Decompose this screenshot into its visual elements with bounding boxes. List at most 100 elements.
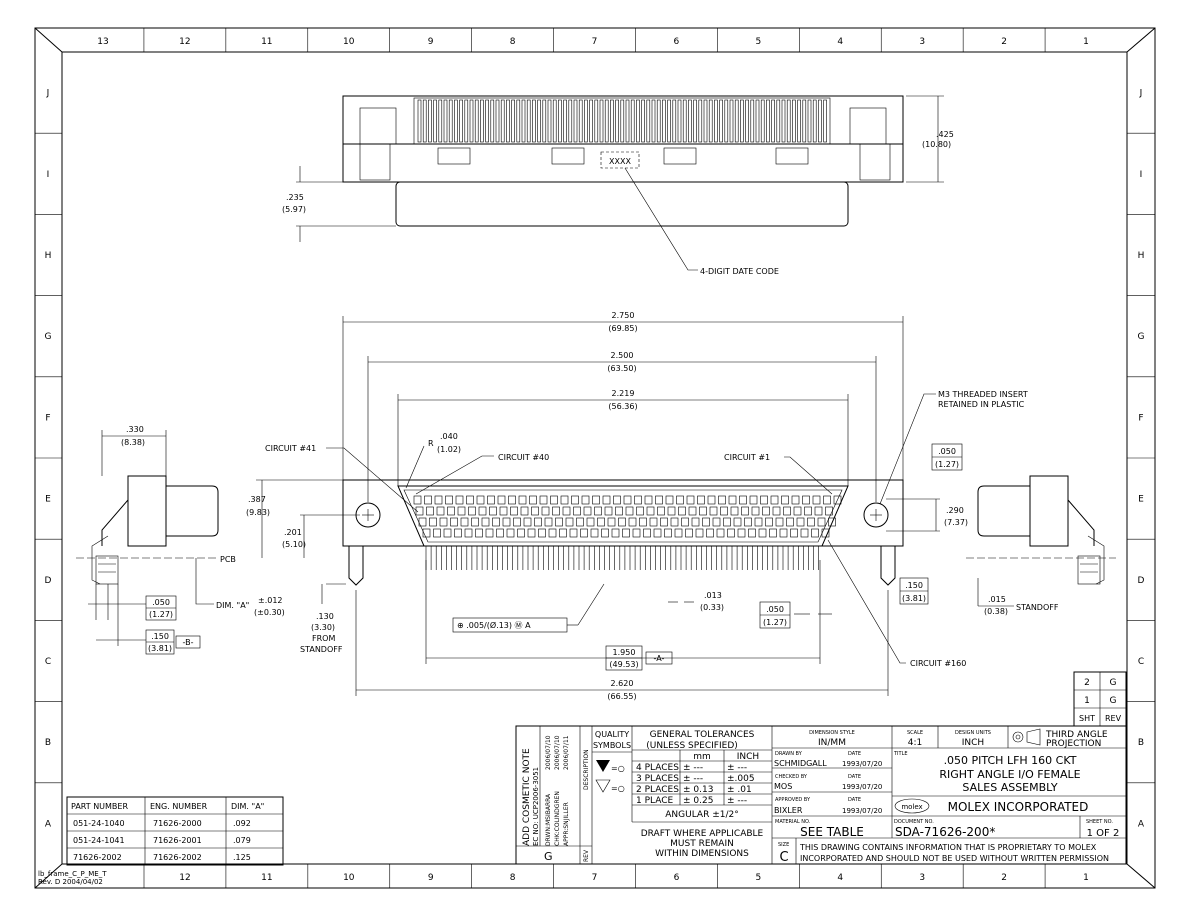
contact-cavity [833,495,842,505]
dim-050-left-mm: (1.27) [149,610,173,619]
contact-cavity [492,517,500,527]
contact-cavity [688,506,697,516]
dim-050-bottom: .050 [766,605,784,614]
radius-mm: (1.02) [437,445,461,454]
contact-cavity [643,528,651,538]
right-side-view: .015 (0.38) STANDOFF [966,475,1116,616]
contact-cavity [765,517,773,527]
contact-cavity [770,495,779,505]
contact-cavity [712,517,721,527]
dim-130: .130 [316,612,334,621]
contact-cavity [445,495,453,505]
contact-cavity [496,528,504,538]
contact-tooth [610,99,614,143]
radius-value: .040 [440,432,458,441]
frame-zone-number: 4 [837,37,843,47]
tol-row-places: 3 PLACES [636,774,679,784]
contact-cavity [772,506,781,516]
dim-2620-mm: (66.55) [607,692,636,701]
contact-cavity [550,495,558,505]
projection-cone-icon [1026,728,1041,746]
contact-cavity [455,495,464,505]
contact-cavity [760,495,768,505]
tol-row-mm: ± 0.13 [683,785,713,795]
contact-cavity [825,506,833,516]
date-code-label: 4-DIGIT DATE CODE [700,267,779,276]
dim-330-mm: (8.38) [121,438,145,447]
rev-note-title: ADD COSMETIC NOTE [522,748,532,846]
sheet-cell: G [1110,696,1117,706]
contact-cavity [466,495,474,505]
contact-cavity [573,506,581,516]
contact-tooth [760,99,765,143]
molex-logo-icon [894,798,930,814]
date-code-box: XXXX [609,157,631,166]
frame-zone-number: 8 [510,873,516,883]
contact-tooth [542,99,547,143]
contact-tooth [443,99,448,143]
scale: 4:1 [908,738,922,748]
frame-zone-letter: E [45,495,51,505]
contact-tooth [719,99,723,143]
contact-tooth [688,99,692,143]
contact-tooth [604,99,609,143]
contact-cavity [531,506,539,516]
contact-cavity [702,517,710,527]
frame-zone-letter: C [45,657,51,667]
contact-tooth [485,99,489,143]
contact-cavity [457,506,466,516]
contact-cavity [790,528,798,538]
dim-015: .015 [988,595,1006,604]
tol-row-places: 2 PLACES [636,785,679,795]
dim-050-left: .050 [152,598,170,607]
contact-cavity [602,495,611,505]
contact-cavity [709,506,718,516]
dim-1950: 1.950 [613,648,636,657]
contact-tooth [589,99,593,143]
contact-tooth [714,99,718,143]
contact-cavity [450,517,458,527]
contact-cavity [544,517,553,527]
dim-150-left-mm: (3.81) [148,644,172,653]
title-label: TITLE [893,751,908,757]
contact-cavity [781,495,789,505]
contact-cavity [471,517,479,527]
contact-cavity [468,506,476,516]
contact-tooth [708,99,713,143]
contact-cavity [685,528,693,538]
tol-row-places: 4 PLACES [636,763,679,773]
frame-zone-letter: D [45,576,52,586]
frame-zone-number: 1 [1083,873,1089,883]
contact-tooth [615,99,619,143]
contact-cavity [751,506,760,516]
rev-note-date-3: 2006/07/11 [563,735,570,770]
contact-cavity [560,495,569,505]
contact-cavity [664,528,672,538]
contact-cavity [706,528,714,538]
frame-zone-number: 11 [261,873,272,883]
frame-zone-letter: H [1138,251,1145,261]
contact-cavity [634,495,642,505]
dim-style-label: DIMENSION STYLE [809,730,855,736]
contact-cavity [424,495,432,505]
contact-tooth [454,99,458,143]
contact-cavity [823,495,831,505]
contact-cavity [475,528,483,538]
contact-tooth [578,99,583,143]
contact-cavity [623,495,632,505]
dim-150-left: .150 [151,632,169,641]
quality-filled-triangle-icon [596,760,610,772]
contact-cavity [607,517,616,527]
frame-zone-letter: B [1138,738,1144,748]
contact-cavity [583,506,592,516]
document-number: SDA-71626-200* [895,825,995,839]
frame-zone-number: 9 [428,873,434,883]
contact-cavity [429,517,437,527]
contact-cavity [686,495,695,505]
contact-cavity [636,506,644,516]
contact-tooth [698,99,703,143]
contact-cavity [811,528,819,538]
contact-cavity [434,495,443,505]
drawn-date: 1993/07/20 [842,760,882,768]
